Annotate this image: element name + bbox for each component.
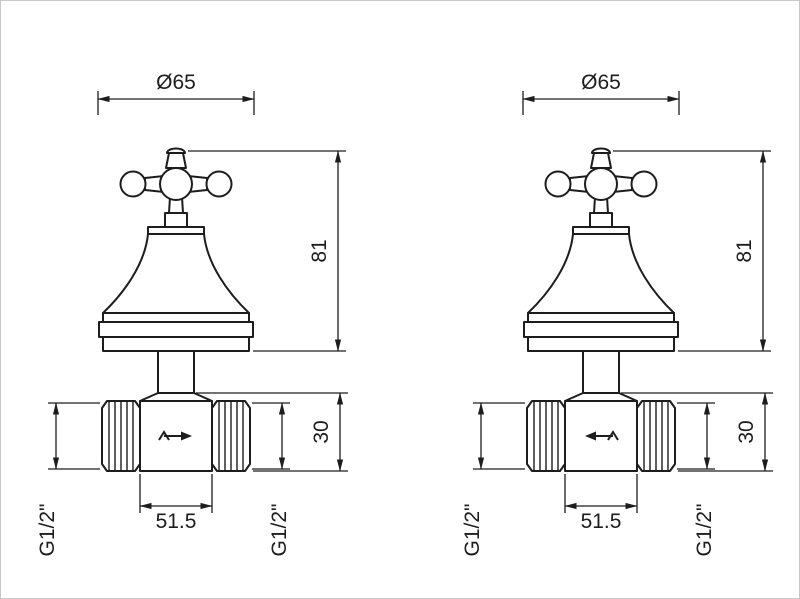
- right-body-height-label: 30: [735, 420, 758, 443]
- right-thread-left-label: G1/2": [461, 504, 484, 557]
- right-diameter-label: Ø65: [581, 71, 621, 94]
- right-valve-drawing: [523, 147, 679, 472]
- left-body-width-label: 51.5: [156, 510, 197, 533]
- right-thread-right-label: G1/2": [693, 504, 716, 557]
- left-height-label: 81: [308, 239, 331, 262]
- left-body-height-label: 30: [310, 420, 333, 443]
- left-valve-drawing: [98, 147, 254, 472]
- left-thread-left-label: G1/2": [36, 504, 59, 557]
- right-body-width-label: 51.5: [581, 510, 622, 533]
- left-diameter-label: Ø65: [156, 71, 196, 94]
- right-height-label: 81: [733, 239, 756, 262]
- left-thread-right-label: G1/2": [268, 504, 291, 557]
